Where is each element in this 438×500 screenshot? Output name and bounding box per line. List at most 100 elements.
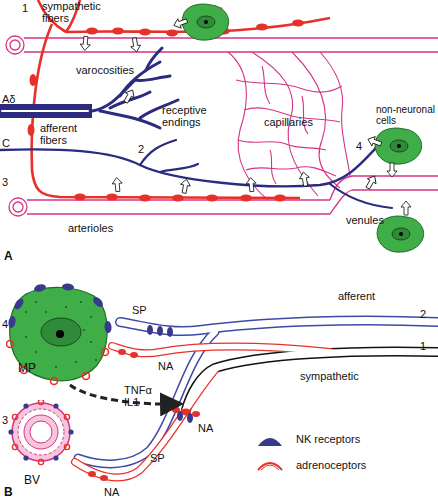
drawing-part [28, 124, 35, 136]
callout-number: 3 [2, 176, 8, 188]
drawing-part [258, 438, 282, 446]
symbol-instance [377, 216, 424, 252]
nk-receptor [91, 295, 104, 308]
drawing-part [74, 194, 86, 201]
granule [83, 329, 85, 331]
nk-receptor [53, 455, 58, 460]
drawing-part [252, 52, 318, 196]
adrenoceptor [83, 373, 90, 380]
adrenoceptor [38, 400, 43, 405]
drawing-part [130, 352, 138, 358]
afferent-fiber-b [78, 320, 438, 463]
part-name: afferent [338, 290, 375, 302]
granule [55, 366, 57, 368]
mediator-name: TNFα [124, 384, 152, 396]
granule [35, 301, 37, 303]
drawing-part [192, 411, 200, 417]
fiber-type: C [2, 137, 10, 149]
symbol-instance [129, 37, 141, 53]
drawing-part [160, 164, 198, 172]
drawing-part [177, 411, 183, 421]
node-label: BV [24, 474, 40, 486]
nk-receptor [23, 403, 28, 408]
symbol-instance [366, 135, 383, 149]
macrophage-cell: MP [6, 282, 112, 386]
drawing-part [10, 40, 20, 50]
drawing-part [118, 349, 126, 355]
drawing-part [100, 475, 108, 481]
drawing-part [88, 471, 96, 477]
part-name: non-neuronal cells [376, 104, 438, 126]
sympathetic-fibers [32, 0, 330, 198]
symbol-instance [246, 177, 257, 192]
drawing-part [167, 327, 173, 337]
drawing-part [30, 74, 37, 86]
granule [95, 359, 97, 361]
part-name: receptive endings [162, 104, 218, 128]
callout-number: 1 [22, 2, 28, 14]
blood-vessel-shape [8, 400, 74, 492]
sympathetic-fiber-b [75, 346, 438, 478]
drawing-part [330, 176, 438, 214]
cell-body [10, 287, 108, 380]
callout-number: 1 [420, 340, 426, 352]
callout-number: 2 [138, 143, 144, 155]
granule [90, 341, 92, 343]
drawing-part [75, 370, 215, 478]
symbol-instance [80, 36, 91, 51]
vessel-layer [24, 415, 58, 449]
drawing-part [261, 465, 279, 470]
adrenoceptor [12, 444, 17, 449]
drawing-part [106, 194, 118, 201]
mediator-name: IL1 [124, 396, 139, 408]
symbol-instance [179, 178, 191, 194]
adrenoceptor [64, 444, 69, 449]
granule [35, 351, 37, 353]
drawing-part [157, 326, 163, 336]
legend-text: adrenoceptors [296, 460, 366, 471]
drawing-part [139, 29, 151, 36]
mediator-name: NA [104, 486, 119, 498]
vessel-wall [12, 403, 70, 461]
adrenoceptor [102, 349, 109, 356]
fiber-type: Aδ [2, 93, 15, 105]
part-name: sympathetic fibers [42, 0, 104, 24]
symbol-instance [298, 171, 310, 187]
legend-samples [258, 438, 282, 470]
adrenoceptor [38, 459, 43, 464]
drawing-part [240, 195, 252, 202]
symbol-instance [401, 201, 411, 215]
drawing-part [139, 195, 151, 202]
afferent-fibers [0, 48, 392, 208]
symbol-instance [112, 177, 123, 192]
granule [75, 361, 77, 363]
capillary-network [228, 52, 350, 200]
nk-receptor [8, 315, 17, 328]
part-name: arterioles [68, 222, 113, 234]
part-name: venules [346, 214, 384, 226]
granule [90, 316, 92, 318]
drawing-part [256, 24, 268, 31]
callout-number: 4 [356, 140, 362, 152]
drawing-part [9, 198, 27, 216]
adrenoceptor [12, 414, 17, 419]
blood-vessel: BV [8, 400, 74, 492]
vessels [6, 36, 438, 216]
nk-receptor [53, 403, 58, 408]
drawing-part [146, 48, 162, 70]
drawing-part [86, 28, 98, 35]
mediator-name: SP [132, 304, 147, 316]
part-name: capillaries [264, 116, 313, 128]
nk-receptor [23, 455, 28, 460]
release-arrows [80, 16, 411, 215]
callout-number: 3 [2, 414, 8, 426]
nk-receptor [13, 297, 26, 311]
granule [25, 336, 27, 338]
non-neuronal-cells [182, 4, 424, 252]
adrenoceptor [7, 341, 14, 348]
legend-text: NK receptors [296, 434, 360, 445]
callout-number: 2 [420, 308, 426, 320]
drawing-part [330, 184, 392, 208]
drawing-part [186, 352, 438, 410]
granule [45, 311, 47, 313]
